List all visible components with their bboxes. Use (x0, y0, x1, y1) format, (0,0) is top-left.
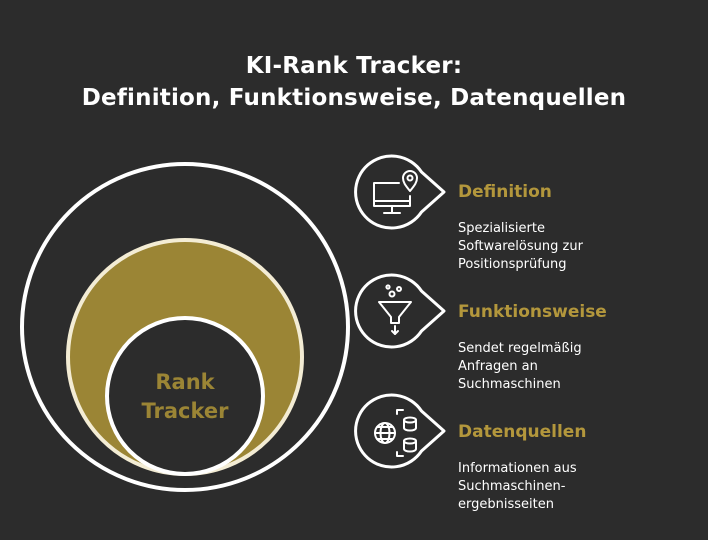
definition-description: Spezialisierte Softwarelösung zur Positi… (458, 220, 698, 274)
funktionsweise-description: Sendet regelmäßig Anfragen an Suchmaschi… (458, 340, 698, 394)
datenquellen-heading: Datenquellen (458, 422, 587, 442)
page-title: KI-Rank Tracker: Definition, Funktionswe… (0, 50, 708, 114)
definition-desc-line: Spezialisierte (458, 221, 545, 236)
globe-database-icon (374, 409, 417, 457)
title-line-1: KI-Rank Tracker: (245, 53, 463, 79)
center-label-line-1: Rank (155, 370, 215, 394)
definition-heading: Definition (458, 182, 552, 202)
datenquellen-description: Informationen aus Suchmaschinen- ergebni… (458, 460, 698, 514)
datenquellen-desc-line: Suchmaschinen- (458, 479, 566, 494)
funktionsweise-desc-line: Suchmaschinen (458, 377, 561, 392)
definition-badge (354, 154, 446, 230)
rank-tracker-label: Rank Tracker (110, 368, 260, 426)
datenquellen-desc-line: ergebnisseiten (458, 497, 554, 512)
outer-circle (20, 162, 350, 492)
monitor-location-pin-icon (373, 170, 418, 214)
title-line-2: Definition, Funktionsweise, Datenquellen (81, 85, 627, 111)
definition-desc-line: Positionsprüfung (458, 257, 567, 272)
funktionsweise-desc-line: Sendet regelmäßig (458, 341, 582, 356)
center-label-line-2: Tracker (141, 399, 229, 423)
datenquellen-desc-line: Informationen aus (458, 461, 577, 476)
inner-circle (105, 316, 265, 476)
funnel-icon (378, 284, 412, 335)
definition-desc-line: Softwarelösung zur (458, 239, 583, 254)
funktionsweise-desc-line: Anfragen an (458, 359, 538, 374)
funktionsweise-heading: Funktionsweise (458, 302, 607, 322)
datenquellen-badge (354, 393, 446, 469)
funktionsweise-badge (354, 273, 446, 349)
